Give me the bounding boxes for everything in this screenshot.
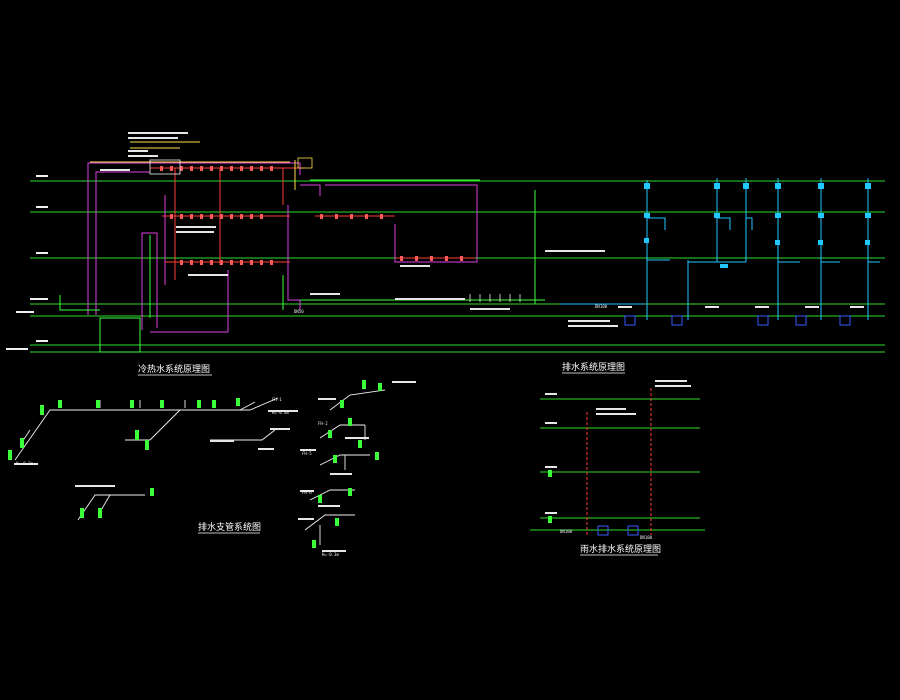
title-hot-cold-water: 冷热水系统原理图	[138, 363, 210, 375]
fixture-row-low	[180, 256, 463, 265]
small-annotations-hcw	[100, 132, 605, 310]
title-drain-branch: 排水支管系统图	[198, 521, 261, 533]
hot-cold-water-system	[59, 132, 605, 353]
label-dn100-a: DN100	[560, 529, 573, 534]
label-fh2: FH-2	[318, 421, 328, 426]
fixture-row-mid	[170, 214, 383, 219]
label-h-04: H=-0.4m	[272, 410, 289, 415]
label-dn100-b: DN100	[595, 304, 608, 309]
drainage-system	[560, 178, 880, 327]
drain-branch-fixtures-left	[8, 398, 240, 518]
drain-branch-isometric-left	[14, 397, 279, 521]
fixture-row-top	[160, 166, 273, 171]
label-fh6: FH-6	[302, 490, 312, 495]
drain-branch-labels-left	[14, 410, 298, 487]
label-fh1: FH-1	[272, 397, 282, 402]
floor-lines	[30, 180, 885, 353]
drain-branch-fixtures-center	[312, 380, 382, 548]
title-rainwater: 雨水排水系统原理图	[580, 543, 661, 555]
label-dn100-c: DN100	[640, 535, 653, 540]
label-fh5: FH-5	[302, 451, 312, 456]
label-h-03b: H=-0.3m	[322, 552, 339, 557]
label-dn50: DN50	[294, 309, 304, 314]
pump-unit	[149, 159, 181, 175]
rainwater-system	[530, 380, 705, 536]
level-markers	[6, 175, 48, 350]
label-h-03: H=-0.3m	[16, 461, 33, 466]
drain-branch-labels-center	[298, 381, 416, 552]
drain-branch-isometric-center	[304, 389, 386, 545]
title-drainage: 排水系统原理图	[562, 361, 625, 373]
water-tank	[99, 317, 141, 353]
drain-outlets	[624, 315, 851, 326]
heater-box	[297, 157, 313, 169]
